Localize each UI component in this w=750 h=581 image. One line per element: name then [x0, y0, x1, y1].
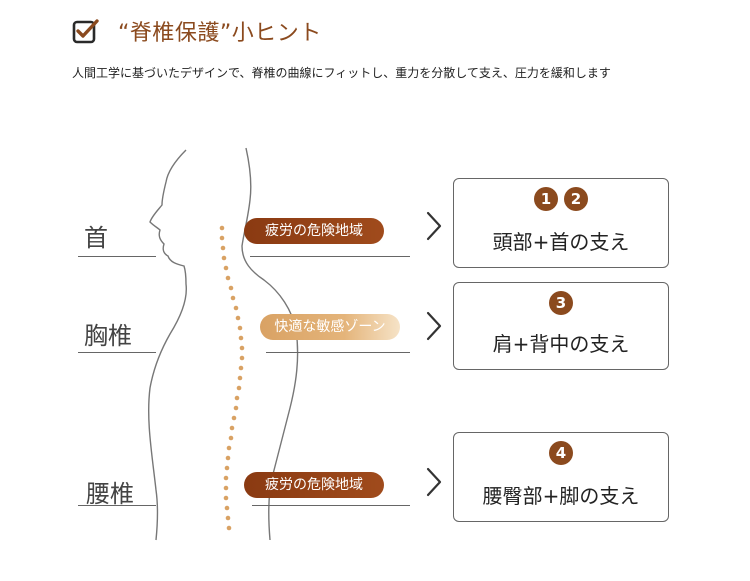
zone-pill-lumbar: 疲労の危険地域 [244, 472, 384, 498]
spine-dots [219, 225, 245, 531]
back-body-outline [241, 147, 299, 541]
support-card-neck: 1 2 頭部+首の支え [453, 178, 669, 268]
chevron-right-icon [426, 311, 442, 341]
header: “脊椎保護”小ヒント [72, 14, 322, 48]
divider-line [266, 352, 410, 353]
support-label: 腰臀部+脚の支え [482, 484, 640, 508]
region-label-neck: 首 [84, 224, 108, 252]
front-body-outline [148, 149, 187, 541]
divider-line [250, 256, 410, 257]
region-label-lumbar: 腰椎 [86, 480, 134, 508]
number-badge: 2 [564, 187, 588, 211]
zone-pill-thoracic: 快適な敏感ゾーン [260, 314, 400, 340]
divider-line [252, 505, 410, 506]
divider-line [78, 505, 156, 506]
divider-line [78, 352, 156, 353]
region-label-thoracic: 胸椎 [84, 322, 132, 350]
number-badge: 3 [549, 291, 573, 315]
page-title: “脊椎保護”小ヒント [118, 21, 322, 46]
divider-line [78, 256, 156, 257]
number-badge: 4 [549, 441, 573, 465]
checkbox-check-icon [72, 19, 99, 44]
page-subtitle: 人間工学に基づいたデザインで、脊椎の曲線にフィットし、重力を分散して支え、圧力を… [72, 66, 611, 80]
support-card-thoracic: 3 肩+背中の支え [453, 282, 669, 370]
chevron-right-icon [426, 211, 442, 241]
zone-pill-neck: 疲労の危険地域 [244, 218, 384, 244]
number-badge: 1 [534, 187, 558, 211]
badge-group: 1 2 [454, 187, 668, 211]
support-label: 肩+背中の支え [492, 332, 630, 356]
support-card-lumbar: 4 腰臀部+脚の支え [453, 432, 669, 522]
badge-group: 3 [454, 291, 668, 315]
support-label: 頭部+首の支え [492, 230, 630, 254]
badge-group: 4 [454, 441, 668, 465]
chevron-right-icon [426, 467, 442, 497]
